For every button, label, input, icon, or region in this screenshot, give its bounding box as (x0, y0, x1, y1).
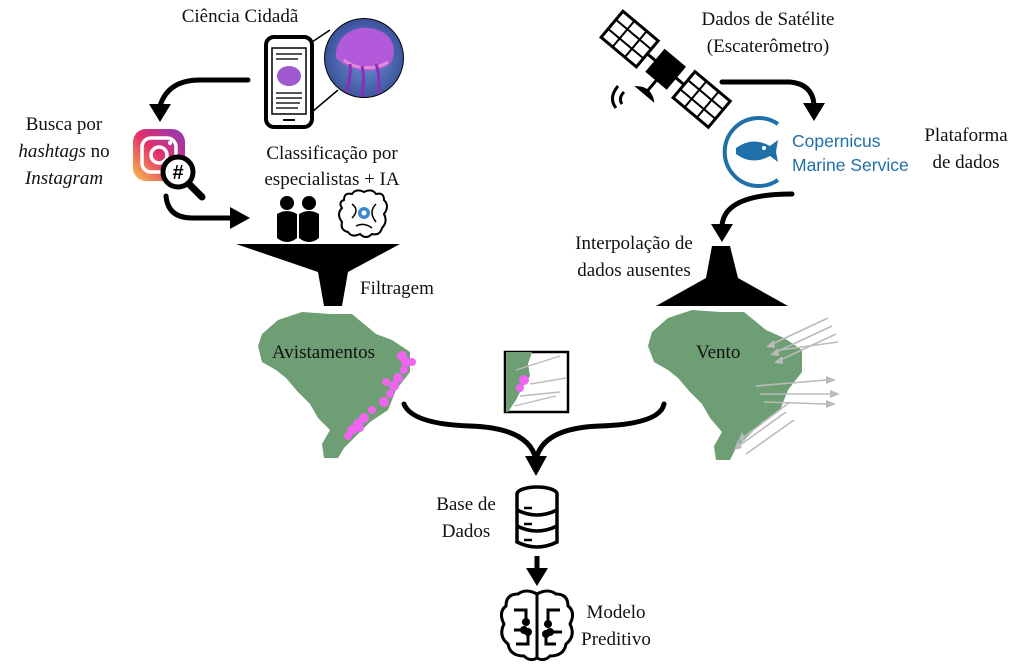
arrow-head (711, 224, 733, 242)
citizen-science-label: Ciência Cidadã (182, 6, 299, 27)
arrow-head (230, 207, 250, 229)
database-icon (515, 485, 559, 549)
model-label-line2: Preditivo (581, 629, 651, 650)
merged-data-inset (503, 350, 570, 414)
portuguese-man-o-war-photo (324, 18, 404, 98)
arrow-sightings-to-database (401, 401, 539, 463)
zoom-line (311, 29, 331, 43)
hashtag-no-word: no (86, 141, 110, 162)
sighting-points (344, 351, 416, 440)
brazil-sightings-map (258, 312, 416, 458)
database-label-line2: Dados (442, 521, 491, 542)
satellite-label-line1: Dados de Satélite (702, 9, 835, 30)
interpolation-label-line2: dados ausentes (577, 260, 690, 281)
hashtag-word: hashtags (18, 141, 86, 162)
sightings-label: Avistamentos (272, 342, 375, 363)
wind-vector-heads (734, 340, 840, 450)
classification-label-line1: Classificação por (266, 143, 398, 164)
smartphone-icon (264, 35, 314, 129)
filtering-label: Filtragem (360, 278, 434, 299)
arrow-satellite-to-copernicus (719, 79, 817, 107)
copernicus-line2: Marine Service (792, 155, 909, 175)
funnel-icon (236, 244, 400, 306)
arrow-head (803, 103, 825, 121)
database-label-line1: Base de (436, 494, 496, 515)
neural-brain-icon (499, 589, 575, 662)
classification-label-line2: especialistas + IA (264, 169, 400, 190)
hashtag-magnifier-icon: # (160, 154, 206, 201)
people-icon (277, 196, 319, 242)
wind-label: Vento (696, 342, 740, 363)
ai-chip-brain-icon (338, 189, 388, 238)
model-label-line1: Modelo (586, 602, 645, 623)
hashtag-search-label-line2: hashtags no (18, 141, 109, 162)
interpolation-label-line1: Interpolação de (575, 233, 693, 254)
arrow-head (149, 104, 171, 122)
signal-waves-icon (611, 85, 626, 109)
zoom-line (311, 89, 339, 113)
copernicus-logo: Copernicus Marine Service (722, 116, 909, 188)
brazil-wind-map (648, 310, 840, 460)
satellite-label-line2: (Escaterômetro) (707, 36, 829, 57)
arrow-wind-to-database (533, 401, 667, 463)
arrow-head (526, 568, 548, 586)
svg-text:#: # (172, 162, 183, 184)
platform-label-line2: de dados (932, 152, 999, 173)
satellite-icon (598, 9, 733, 130)
arrow-phone-to-instagram (157, 77, 251, 109)
platform-label-line1: Plataforma (924, 125, 1008, 146)
copernicus-line1: Copernicus (792, 131, 881, 151)
arrow-copernicus-to-interpolation (719, 191, 795, 229)
hashtag-search-label-line1: Busca por (26, 114, 103, 135)
interpolation-funnel-icon (656, 246, 788, 306)
arrow-instagram-to-classification (163, 193, 235, 221)
arrow-head (525, 456, 547, 476)
instagram-label: Instagram (24, 168, 103, 189)
wind-vectors (735, 317, 839, 455)
